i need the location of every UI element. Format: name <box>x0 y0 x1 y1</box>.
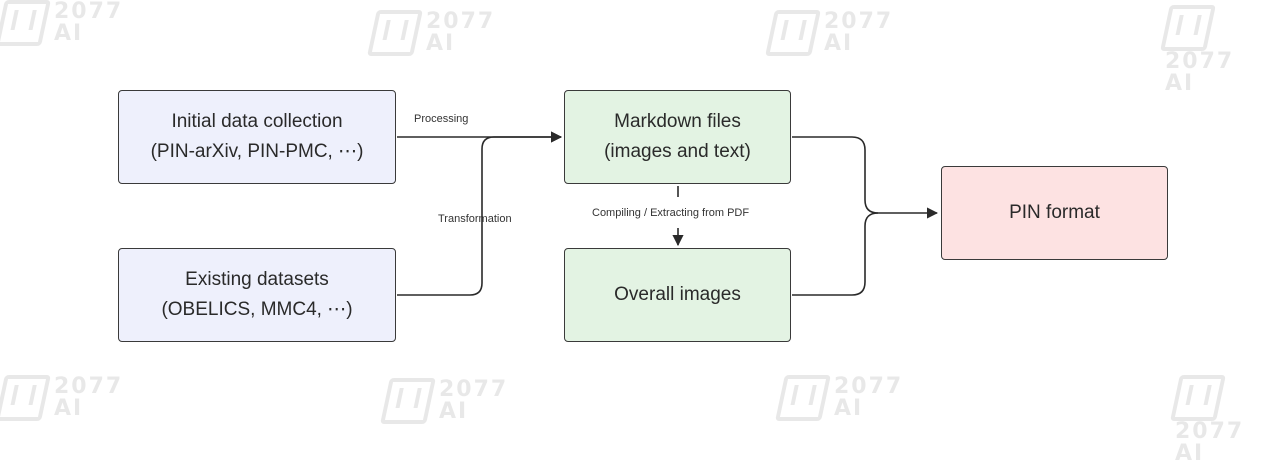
node-initial-subtitle: (PIN-arXiv, PIN-PMC, ⋯) <box>150 141 364 162</box>
node-pin-title: PIN format <box>1009 202 1100 223</box>
node-overall-images: Overall images <box>564 248 791 342</box>
node-markdown-title: Markdown files <box>614 111 741 132</box>
node-initial-data-collection: Initial data collection (PIN-arXiv, PIN-… <box>118 90 396 184</box>
label-transformation: Transformation <box>438 213 512 225</box>
connector-layer <box>397 131 939 296</box>
label-compiling: Compiling / Extracting from PDF <box>592 207 750 219</box>
edge-overall-to-pin <box>792 212 879 296</box>
node-existing-datasets: Existing datasets (OBELICS, MMC4, ⋯) <box>118 248 396 342</box>
label-processing: Processing <box>414 113 469 125</box>
node-overall-title: Overall images <box>614 284 741 305</box>
node-existing-subtitle: (OBELICS, MMC4, ⋯) <box>161 299 353 320</box>
node-markdown-files: Markdown files (images and text) <box>564 90 791 184</box>
node-existing-title: Existing datasets <box>185 269 329 290</box>
node-markdown-subtitle: (images and text) <box>604 141 751 162</box>
edge-markdown-to-pin <box>792 136 939 219</box>
node-pin-format: PIN format <box>941 166 1168 260</box>
edge-transformation <box>397 131 563 296</box>
node-initial-title: Initial data collection <box>171 111 343 132</box>
